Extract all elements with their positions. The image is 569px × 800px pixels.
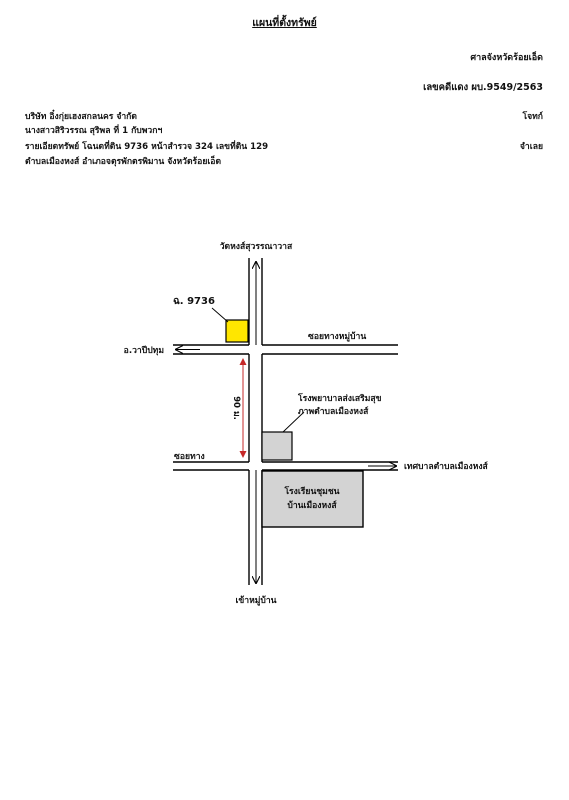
parcel-leader (211, 307, 229, 323)
parcel-label: ฉ. 9736 (173, 296, 215, 307)
document-title: แผนที่ตั้งทรัพย์ (252, 17, 317, 29)
lower-right-road-label: เทศบาลตำบลเมืองหงส์ (404, 461, 489, 472)
school-building (261, 470, 364, 528)
case-number: เลขคดีแดง ผบ.9549/2563 (423, 82, 543, 93)
court-name: ศาลจังหวัดร้อยเอ็ด (470, 53, 543, 63)
plaintiff-label: โจทก์ (522, 112, 543, 122)
north-destination-label: วัดหงส์สุวรรณาวาส (220, 241, 293, 252)
lower-crossroad (173, 461, 398, 471)
lower-left-road-label: ซอยทาง (174, 452, 205, 462)
hospital-label-line-1: โรงพยาบาลส่งเสริมสุข (297, 392, 382, 404)
school-label-line-1: โรงเรียนชุมชน (283, 485, 339, 497)
party-line-1: บริษัท อิ๋งกุ่ยเฮงสกลนคร จำกัด (25, 112, 137, 122)
party-line-4: ตำบลเมืองหงส์ อำเภอจตุรพักตรพิมาน จังหวั… (25, 157, 222, 167)
parcel-marker (225, 319, 249, 343)
south-destination-label: เข้าหมู่บ้าน (235, 595, 276, 606)
distance-label: 90 ม. (231, 396, 241, 420)
upper-crossroad (173, 344, 398, 355)
party-line-2: นางสาวสิริวรรณ สุริพล ที่ 1 กับพวกฯ (25, 126, 163, 136)
defendant-label: จำเลย (519, 142, 543, 152)
hospital-leader (282, 411, 305, 433)
hospital-building (261, 431, 293, 461)
school-label-line-2: บ้านเมืองหงส์ (287, 500, 337, 511)
upper-right-road-label: ซอยทางหมู่บ้าน (308, 331, 366, 342)
hospital-label-line-2: ภาพตำบลเมืองหงส์ (298, 406, 369, 417)
party-line-3: รายเอียดทรัพย์ โฉนดที่ดิน 9736 หน้าสำรวจ… (25, 142, 269, 152)
west-destination-label: อ.วาปีปทุม (124, 345, 165, 356)
